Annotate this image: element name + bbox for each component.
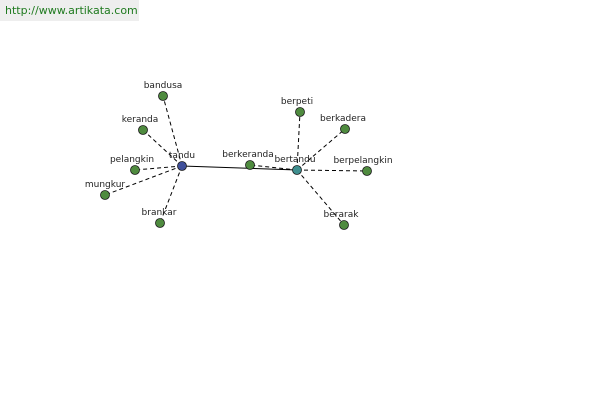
edges-layer [104,95,368,226]
node-label-berkeranda[interactable]: berkeranda [222,150,274,160]
node-bandusa[interactable] [158,91,168,101]
source-url-bar: http://www.artikata.com [0,0,139,21]
node-berpeti[interactable] [295,107,305,117]
node-tandu[interactable] [177,161,187,171]
node-label-keranda[interactable]: keranda [122,115,159,125]
node-pelangkin[interactable] [130,165,140,175]
node-berarak[interactable] [339,220,349,230]
node-label-mungkur[interactable]: mungkur [85,180,126,190]
edge-bertandu-berkadera [296,128,346,171]
edge-tandu-bandusa [162,95,183,167]
source-url-link[interactable]: http://www.artikata.com [5,4,138,17]
node-mungkur[interactable] [100,190,110,200]
node-label-berarak[interactable]: berarak [324,210,360,220]
edge-bertandu-berarak [296,169,345,226]
node-label-pelangkin[interactable]: pelangkin [110,155,154,165]
edge-tandu-brankar [159,165,183,224]
node-berkadera[interactable] [340,124,350,134]
node-label-bandusa[interactable]: bandusa [144,81,183,91]
edge-bertandu-berpelangkin [296,169,368,172]
node-keranda[interactable] [138,125,148,135]
node-label-berkadera[interactable]: berkadera [320,114,366,124]
node-bertandu[interactable] [292,165,302,175]
node-label-tandu[interactable]: tandu [169,151,195,161]
nodes-layer [100,91,372,230]
node-berpelangkin[interactable] [362,166,372,176]
node-label-brankar[interactable]: brankar [142,208,177,218]
node-label-bertandu[interactable]: bertandu [274,155,315,165]
edge-bertandu-berkeranda [249,164,298,171]
node-label-berpelangkin[interactable]: berpelangkin [333,156,392,166]
node-berkeranda[interactable] [245,160,255,170]
edge-tandu-pelangkin [134,165,183,171]
edge-tandu-keranda [142,129,183,167]
edge-bertandu-berpeti [296,111,301,171]
node-brankar[interactable] [155,218,165,228]
edge-tandu-bertandu [181,165,298,171]
node-label-berpeti[interactable]: berpeti [281,97,313,107]
